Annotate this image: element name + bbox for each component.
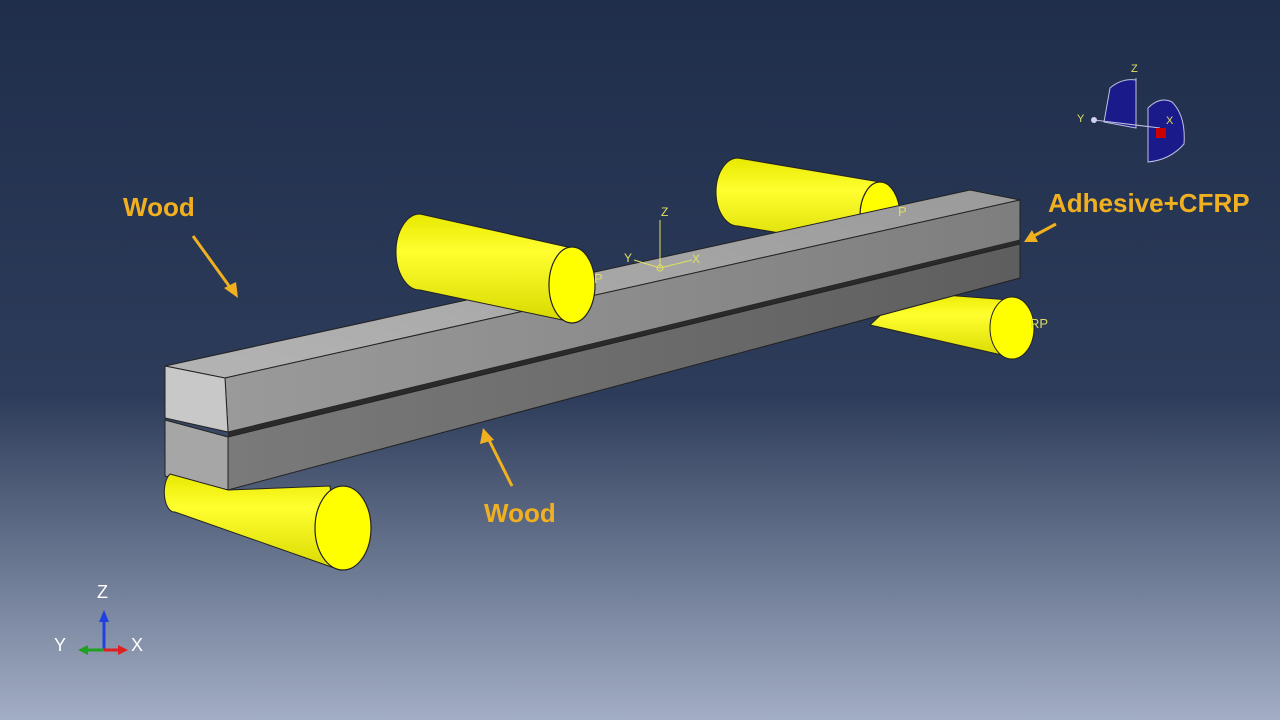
rp-label-left: P xyxy=(594,271,603,286)
rp-label-right: RP xyxy=(1030,316,1048,331)
view-cube-x-label: X xyxy=(1166,115,1174,127)
wood-upper-end-face[interactable] xyxy=(164,365,229,433)
local-csys-y-label: Y xyxy=(624,251,632,265)
local-csys-x-label: X xyxy=(692,252,700,266)
view-cube-icon[interactable]: Z Y X xyxy=(1077,63,1185,163)
global-triad-x-label: X xyxy=(131,635,143,655)
callout-arrow-wood-top xyxy=(191,235,238,298)
support-cylinder-front-left[interactable] xyxy=(163,473,372,571)
callout-arrow-wood-bottom xyxy=(480,428,514,487)
global-triad-y-label: Y xyxy=(54,635,66,655)
callout-arrow-adhesive xyxy=(1024,222,1057,242)
callout-wood-top: Wood xyxy=(123,192,195,222)
callout-wood-bottom: Wood xyxy=(484,498,556,528)
adhesive-cfrp-layer[interactable] xyxy=(228,240,1020,437)
global-triad-z-label: Z xyxy=(97,582,108,602)
local-csys-glyph: Z X Y xyxy=(624,205,700,272)
local-csys-z-label: Z xyxy=(661,205,668,219)
support-cylinder-back-right[interactable] xyxy=(868,291,1035,360)
view-cube-y-label: Y xyxy=(1077,113,1085,125)
callout-adhesive-cfrp: Adhesive+CFRP xyxy=(1048,188,1250,218)
view-cube-z-label: Z xyxy=(1131,63,1138,75)
rp-label-top: P xyxy=(898,204,907,219)
loading-cylinder-front-left[interactable] xyxy=(395,213,596,324)
global-axis-triad: Z X Y xyxy=(54,582,143,655)
